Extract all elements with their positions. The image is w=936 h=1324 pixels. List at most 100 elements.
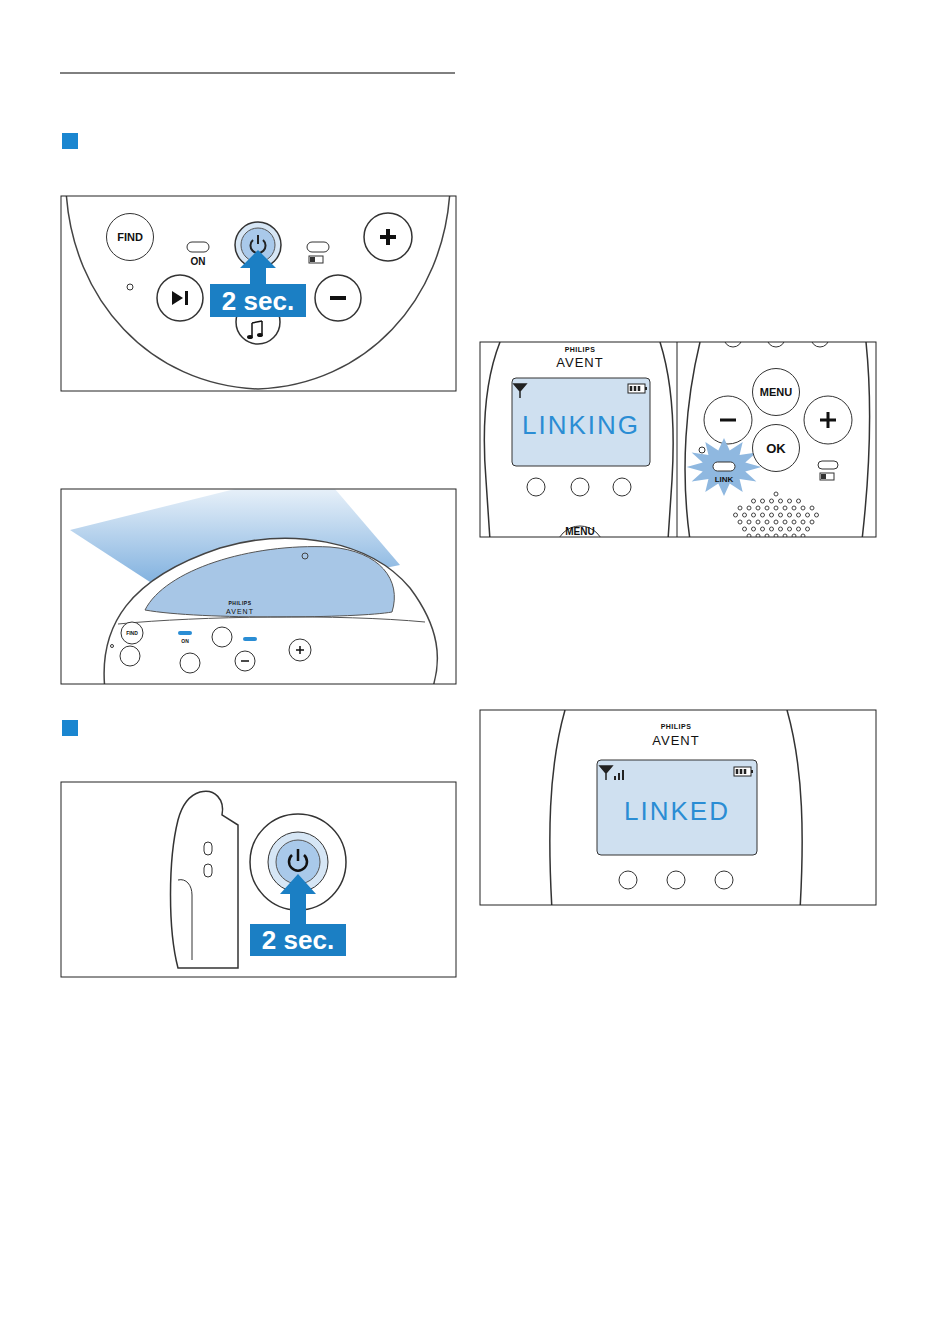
night-light-panel [111, 645, 114, 648]
speaker-holes [765, 520, 769, 524]
baby-unit-panel [66, 196, 450, 389]
brand-logo: AVENT [652, 734, 699, 747]
button-label: MENU [760, 387, 792, 398]
step-marker [62, 133, 78, 149]
linking-panel [527, 478, 631, 537]
parent-unit-side-panel [61, 782, 456, 977]
speaker-holes [747, 506, 751, 510]
linking-panel [767, 342, 785, 347]
linking-panel [818, 461, 838, 469]
speaker-holes [797, 499, 801, 503]
speaker-holes [783, 506, 787, 510]
linking-panel [480, 342, 876, 537]
led-label: LINK [715, 476, 734, 484]
header-rule [60, 73, 455, 74]
speaker-holes [779, 499, 783, 503]
parent-unit-side-panel [204, 842, 212, 855]
button-label: OK [766, 442, 786, 455]
speaker-holes [797, 527, 801, 531]
linking-panel [687, 438, 762, 496]
linked-panel [737, 769, 745, 774]
lcd-screen: LINKED [597, 760, 757, 855]
linking-panel [699, 447, 705, 453]
linking-panel [821, 474, 826, 479]
speaker-holes [765, 506, 769, 510]
night-light-panel [212, 627, 232, 647]
linked-panel [619, 871, 637, 889]
linking-panel [527, 478, 545, 496]
night-light-panel [61, 489, 456, 684]
linked-panel [550, 710, 565, 905]
brand-name: PHILIPS [565, 346, 596, 353]
speaker-holes [743, 513, 747, 517]
linking-panel [677, 342, 678, 537]
linked-panel [734, 767, 751, 776]
baby-unit-panel [309, 256, 323, 263]
speaker-holes [801, 520, 805, 524]
speaker-holes [806, 527, 810, 531]
speaker-holes [779, 527, 783, 531]
linking-panel [862, 342, 869, 537]
baby-unit-panel [257, 333, 263, 337]
button-label: 2 sec. [262, 927, 334, 953]
linking-panel [571, 478, 589, 496]
speaker-holes [779, 513, 783, 517]
baby-unit-panel [127, 284, 133, 290]
linked-panel [622, 770, 624, 780]
night-light-panel [104, 538, 437, 684]
speaker-holes [756, 520, 760, 524]
speaker-holes [738, 506, 742, 510]
linked-panel [614, 776, 616, 780]
brand-name: PHILIPS [661, 723, 692, 730]
baby-unit-panel [187, 242, 209, 252]
baby-unit-panel [330, 229, 396, 298]
speaker-holes [756, 506, 760, 510]
speaker-holes [806, 513, 810, 517]
linking-panel [480, 329, 876, 574]
button-label: LINKED [624, 798, 730, 824]
linked-panel [550, 710, 802, 905]
speaker-holes [738, 520, 742, 524]
duration-tag: 2 sec. [210, 284, 306, 317]
linked-panel [480, 710, 876, 905]
button-label: FIND [117, 232, 143, 243]
speaker-holes [752, 499, 756, 503]
baby-unit-panel [157, 213, 412, 344]
parent-unit-side-panel [171, 791, 239, 968]
speaker-holes [792, 520, 796, 524]
night-light-panel [178, 631, 192, 635]
linking-panel [556, 526, 604, 537]
speaker-holes [797, 513, 801, 517]
speaker-holes [774, 520, 778, 524]
night-light-panel [145, 547, 394, 617]
brand-logo: AVENT [226, 608, 254, 615]
speaker-holes [752, 513, 756, 517]
speaker-holes [734, 513, 738, 517]
baby-unit-panel [185, 291, 188, 305]
speaker-holes [774, 506, 778, 510]
speaker-holes [743, 527, 747, 531]
speaker-holes [815, 513, 819, 517]
speaker-holes [734, 492, 819, 537]
lcd-screen: LINKING [512, 378, 650, 466]
night-light-panel [180, 653, 200, 673]
button-label: MENU [565, 527, 594, 537]
linking-panel [685, 342, 700, 537]
linking-panel [631, 386, 639, 391]
linking-panel [660, 342, 673, 537]
parent-unit-side-panel [178, 880, 192, 960]
night-light-panel [61, 489, 456, 690]
step-marker [62, 720, 78, 736]
speaker-holes [792, 506, 796, 510]
linked-panel [600, 766, 612, 780]
baby-unit-panel [61, 190, 456, 391]
linking-panel [628, 384, 645, 393]
linking-panel [514, 384, 526, 398]
speaker-holes [761, 499, 765, 503]
led-label: ON [191, 257, 206, 267]
linked-panel [715, 871, 733, 889]
baby-unit-panel [307, 242, 329, 252]
button-label: FIND [126, 631, 138, 636]
linking-panel [484, 342, 869, 537]
linked-panel [619, 871, 733, 889]
